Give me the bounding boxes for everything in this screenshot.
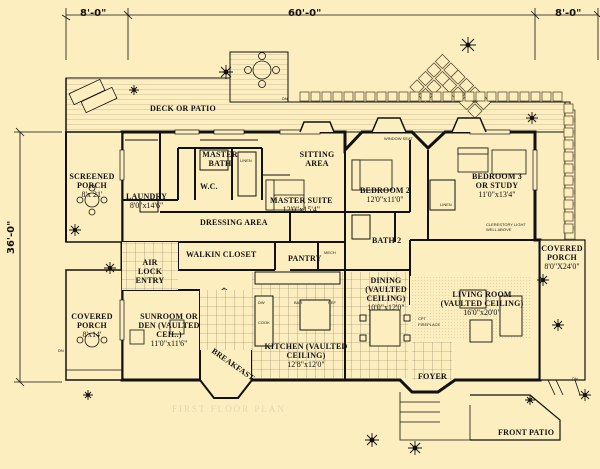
plan-title: FIRST FLOOR PLAN	[172, 404, 286, 414]
living-sofa-icon	[459, 289, 523, 343]
front-porch-steps-right	[540, 379, 581, 396]
room-deck: DECK OR PATIO	[150, 104, 216, 113]
label-linen-2: LINEN	[240, 158, 252, 163]
plant-icons	[69, 37, 591, 455]
room-laundry: LAUNDRY 8'0"x14'6"	[126, 192, 168, 210]
screened-porch	[65, 131, 123, 243]
label-dn-right: DN	[572, 376, 578, 381]
room-master-bath: MASTER BATH	[202, 150, 238, 168]
brick-walkway	[299, 53, 574, 234]
label-bar: BAR	[294, 300, 303, 305]
front-steps	[399, 392, 561, 441]
thin-partitions	[125, 139, 456, 240]
room-pantry: PANTRY	[288, 254, 322, 263]
room-master-suite: MASTER SUITE 12'0"x15'4"	[270, 196, 333, 214]
master-bed-icon	[265, 179, 305, 211]
covered-porch-left	[65, 269, 123, 381]
room-air-lock: AIR LOCK ENTRY	[135, 258, 165, 285]
label-mech: MECH	[324, 250, 336, 255]
room-dressing: DRESSING AREA	[200, 218, 268, 227]
label-ref: REF	[328, 300, 336, 305]
label-cpt: CPT	[418, 316, 426, 321]
room-sitting: SITTING AREA	[299, 150, 335, 168]
room-covered-porch-right: COVERED PORCH 8'0"X24'0"	[541, 244, 583, 271]
dimension-lines	[14, 8, 600, 387]
label-dn-left: DN	[58, 348, 64, 353]
room-front-patio: FRONT PATIO	[498, 428, 555, 437]
kitchen-counters	[254, 271, 341, 347]
label-cook: COOK	[258, 320, 270, 325]
room-sunroom: SUNROOM OR DEN (VAULTED CEIL.) 11'0"x11'…	[138, 312, 200, 348]
label-clerestory: CLERESTORY LIGHT WELL ABOVE	[486, 222, 526, 232]
label-fireplace: FIREPLACE	[418, 322, 441, 327]
dimension-left-side: 36'-0"	[6, 220, 17, 254]
room-screened-porch: SCREENED PORCH 8'x 21'	[69, 172, 115, 199]
covered-porch-right	[539, 239, 586, 381]
deck-table-icon	[244, 52, 280, 88]
room-covered-porch-left: COVERED PORCH 8'x14'	[71, 312, 113, 339]
room-living: LIVING ROOM (VAULTED CEILING) 16'0"x20'0…	[440, 290, 524, 317]
label-dn-top: DN	[282, 96, 288, 101]
dimension-center-top: 60'-0"	[288, 8, 322, 19]
windows	[119, 129, 538, 341]
lounge-chair-icon	[68, 78, 118, 114]
label-window-seat: WINDOW SEAT	[384, 136, 413, 141]
label-dw: DW	[258, 300, 265, 305]
dimension-right-top: 8'-0"	[555, 8, 582, 19]
dimension-left-top: 8'-0"	[80, 8, 107, 19]
bedroom3-bed-icon	[457, 147, 527, 175]
room-kitchen: KITCHEN (VAULTED CEILING) 12'8"x12'0"	[264, 342, 348, 369]
room-walkin: WALKIN CLOSET	[186, 250, 257, 259]
room-foyer: FOYER	[418, 372, 447, 381]
bedroom2-bed-icon	[351, 159, 393, 191]
room-bath2: BATH 2	[372, 236, 402, 245]
porch-table-icon	[76, 184, 108, 348]
bay-windows	[299, 117, 487, 133]
room-bedroom3: BEDROOM 3 OR STUDY 11'0"x13'4"	[471, 172, 523, 199]
room-wc: W.C.	[200, 182, 218, 191]
room-bedroom2: BEDROOM 2 12'0"x11'0"	[360, 186, 411, 204]
dining-table-icon	[359, 309, 411, 347]
sunroom-chairs-icon	[129, 319, 185, 345]
room-dining: DINING (VAULTED CEILING) 10'0"x12'0"	[365, 276, 407, 312]
label-linen: LINEN	[440, 202, 452, 207]
